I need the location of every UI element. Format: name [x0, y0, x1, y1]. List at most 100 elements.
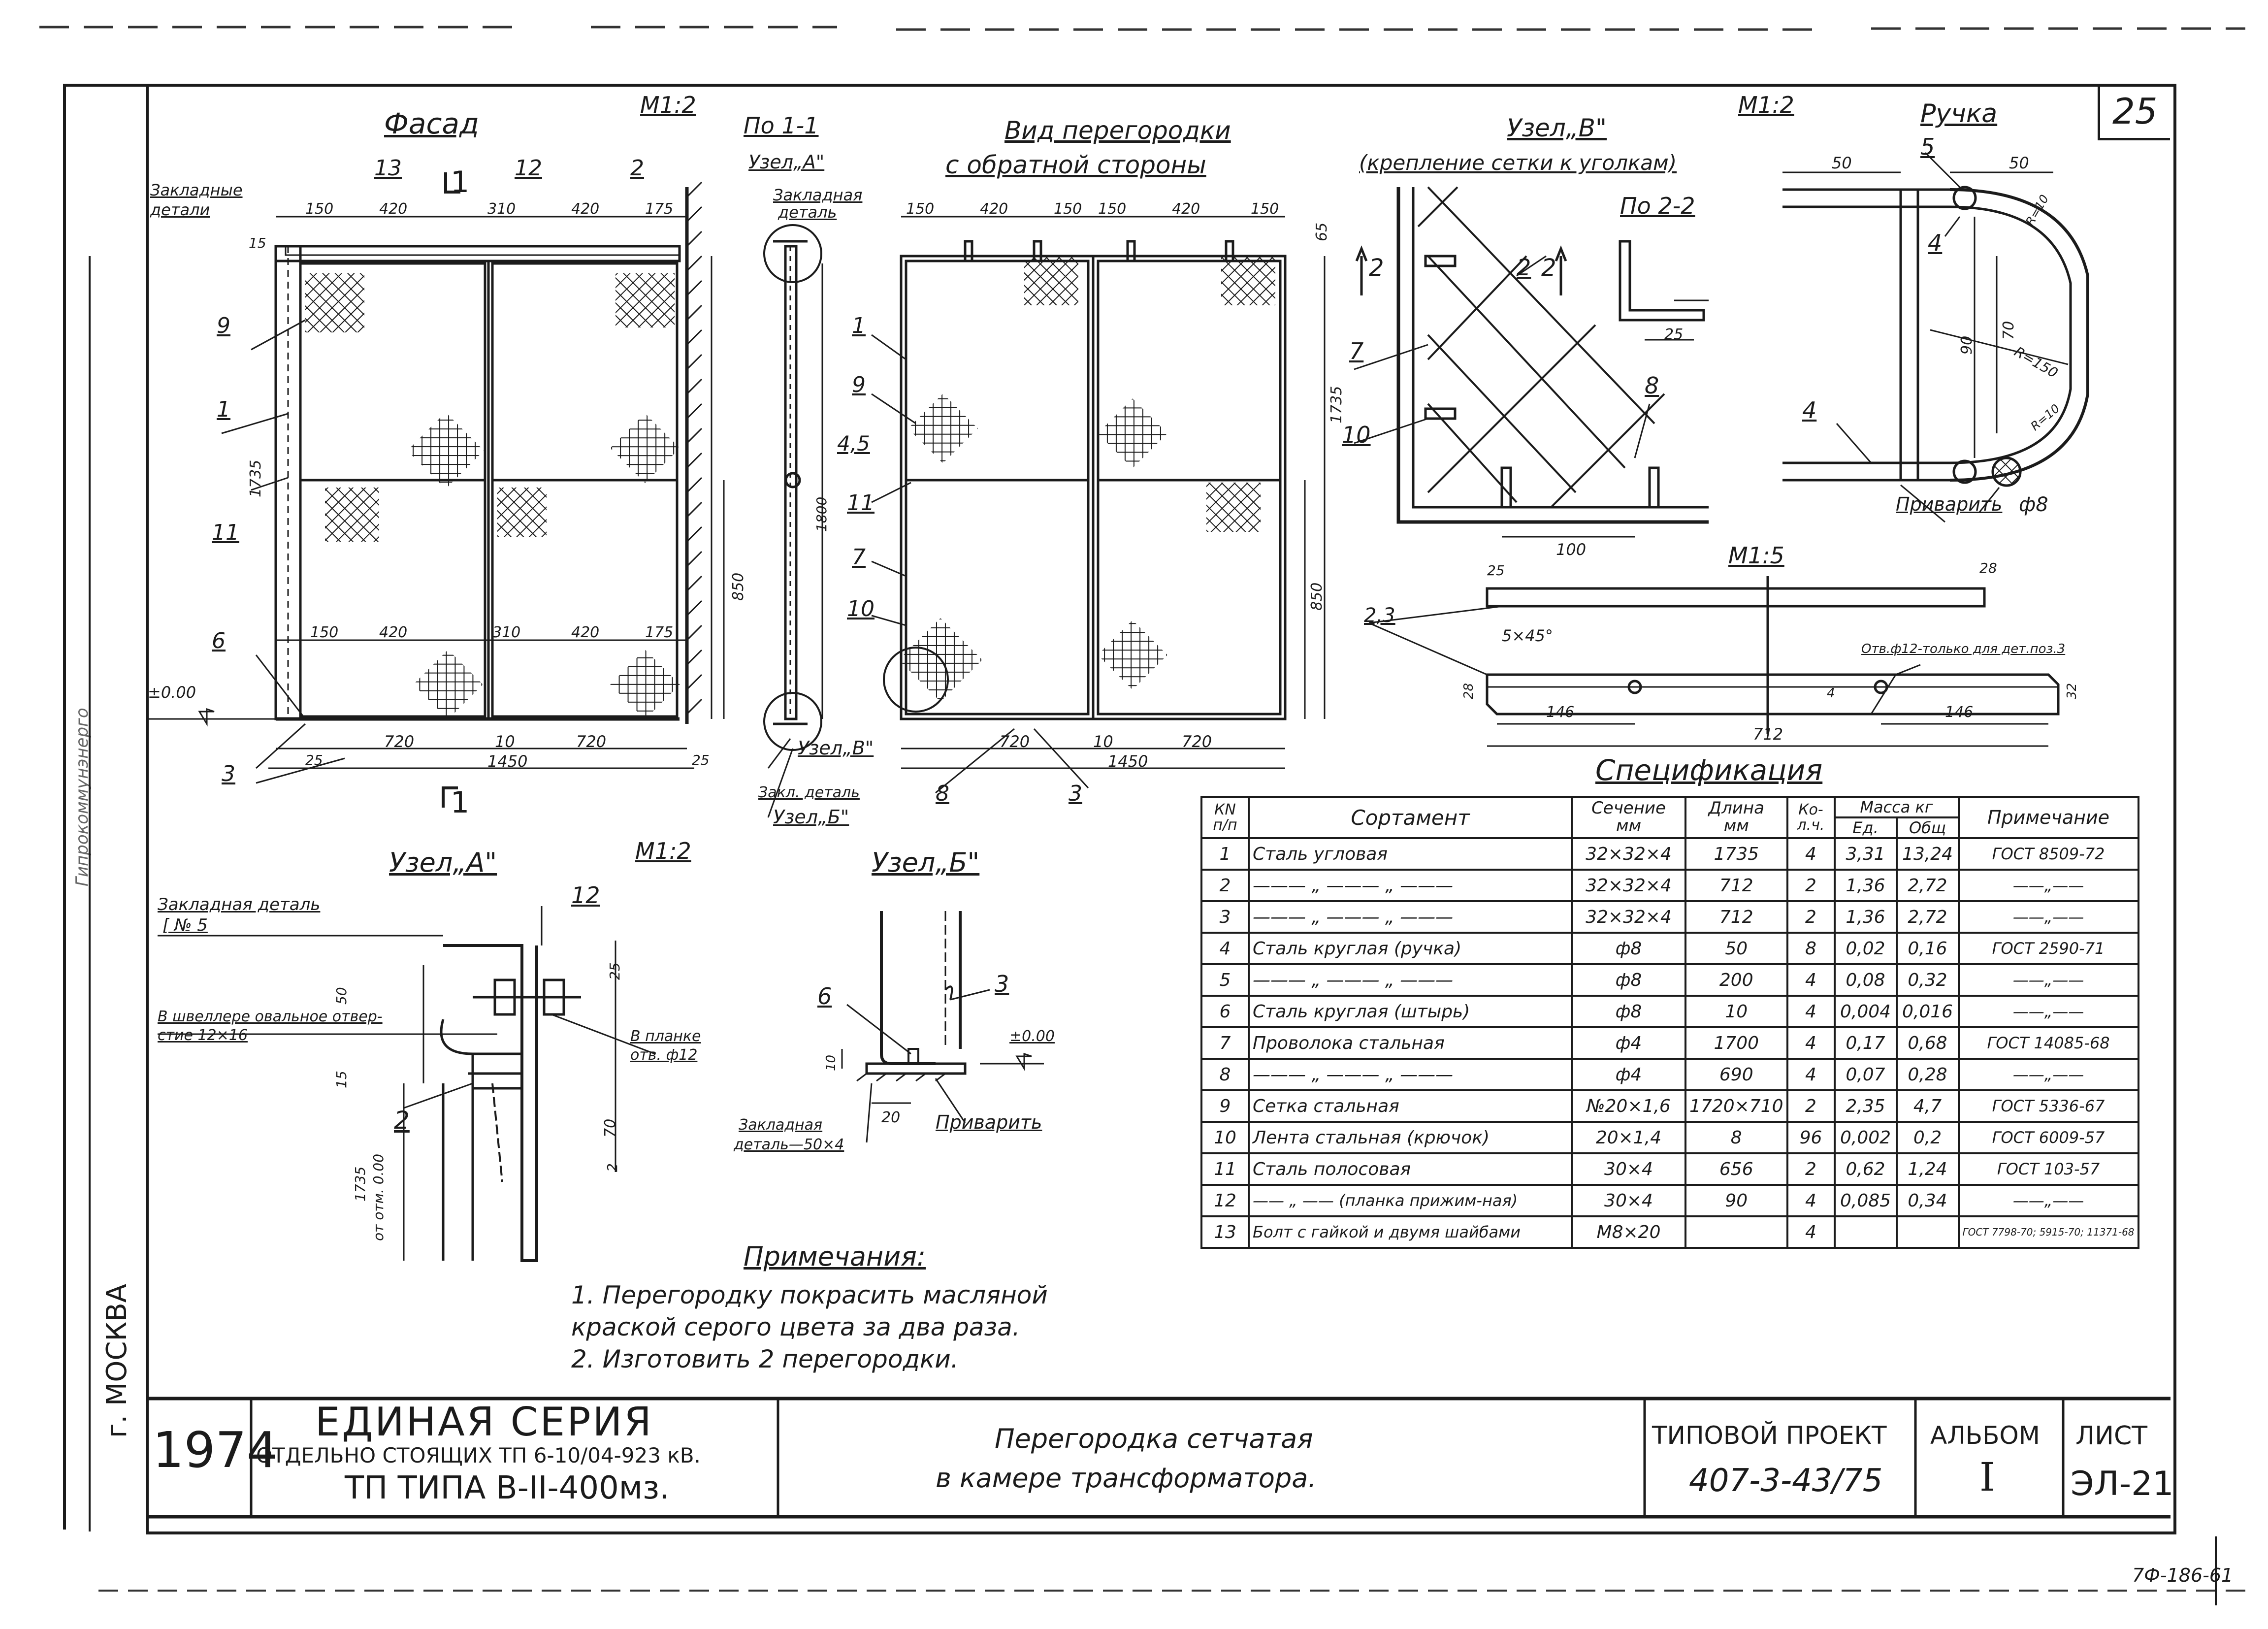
tb-album-value: I [1979, 1454, 1995, 1500]
spec-cell-length: 690 [1685, 1058, 1788, 1091]
tb-description-1: Перегородка сетчатая [995, 1423, 1313, 1454]
facade-dim-850: 850 [730, 572, 747, 601]
facade-dim-top-420a: 420 [379, 200, 408, 218]
embedded-part-2: деталь [778, 203, 837, 222]
node-b-embedded-2: деталь—50×4 [734, 1136, 844, 1153]
section-dim-1800: 1800 [813, 496, 830, 532]
rear-dim-1735: 1735 [1328, 386, 1345, 424]
spec-cell-qty: 4 [1786, 1026, 1836, 1060]
spec-cell-note: ——„—— [1957, 963, 2139, 997]
spec-cell-section: ф8 [1571, 963, 1686, 997]
spec-cell-qty: 2 [1786, 869, 1836, 902]
scale-bar: М1:5 [1728, 542, 1784, 569]
tb-series-type: ТП ТИПА В-II-400мз. [345, 1470, 670, 1506]
corner-code: 7Ф-186-61 [2132, 1564, 2234, 1586]
spec-cell-section: 30×4 [1571, 1152, 1686, 1186]
spec-cell-no: 1 [1200, 837, 1250, 871]
spec-cell-qty: 4 [1786, 1058, 1836, 1091]
node-a-pos-2: 2 [394, 1106, 410, 1135]
handle-weld: Приварить [1896, 493, 2003, 515]
spec-cell-no: 9 [1200, 1089, 1250, 1123]
spec-cell-total-mass [1895, 1215, 1960, 1249]
spec-cell-length [1685, 1215, 1788, 1249]
facade-pos-6: 6 [212, 628, 226, 653]
handle-dim-50a: 50 [1832, 154, 1852, 172]
rear-view [871, 216, 1326, 794]
tb-project-label: ТИПОВОЙ ПРОЕКТ [1652, 1421, 1887, 1450]
spec-cell-total-mass: 0,68 [1895, 1026, 1960, 1060]
spec-cell-qty: 4 [1786, 963, 1836, 997]
spec-cell-total-mass: 13,24 [1895, 837, 1960, 871]
notes-title: Примечания: [744, 1241, 926, 1272]
rear-pos-7: 7 [852, 545, 866, 570]
title-node-a: Узел„А" [389, 847, 497, 878]
spec-cell-total-mass: 0,28 [1895, 1058, 1960, 1091]
facade-pos-1: 1 [217, 397, 230, 422]
spec-title: Спецификация [1595, 753, 1823, 787]
embedded-parts-1: Закладные [150, 181, 243, 199]
facade-dim-top-310: 310 [487, 200, 516, 218]
rear-dim-bot-1450: 1450 [1108, 752, 1148, 771]
spec-cell-unit-mass: 0,085 [1833, 1184, 1898, 1217]
spec-cell-qty: 2 [1786, 1152, 1836, 1186]
facade-dim-mid-420b: 420 [571, 624, 600, 641]
bar-dim-146a: 146 [1546, 704, 1575, 721]
title-facade: Фасад [384, 107, 480, 140]
rear-dim-top-150d: 150 [1251, 200, 1279, 218]
facade-dim-mid-150: 150 [310, 624, 339, 641]
spec-cell-no: 13 [1200, 1215, 1250, 1249]
spec-cell-total-mass: 0,2 [1895, 1121, 1960, 1154]
rear-dim-top-420a: 420 [980, 200, 1008, 218]
sheet-number-box [2098, 84, 2170, 140]
label-node-b-small: Узел„Б" [773, 806, 849, 828]
node-a-hole-channel-1: В швеллере овальное отвер- [158, 1008, 383, 1025]
spec-cell-length: 712 [1685, 869, 1788, 902]
spec-cell-qty: 4 [1786, 837, 1836, 871]
spec-header-note: Примечание [1957, 796, 2139, 839]
node-a-dim-70: 70 [602, 1118, 619, 1138]
spec-cell-no: 8 [1200, 1058, 1250, 1091]
facade-dim-bot-25b: 25 [692, 752, 710, 768]
tb-year: 1974 [153, 1421, 278, 1479]
node-b-pos-6: 6 [817, 983, 832, 1010]
spec-cell-sortament: ——— „ ——— „ ——— [1248, 963, 1573, 997]
spec-cell-qty: 2 [1786, 1089, 1836, 1123]
top-trim-marks [39, 26, 2245, 31]
handle-dim-90: 90 [1958, 335, 1976, 355]
spec-cell-section: 32×32×4 [1571, 869, 1686, 902]
facade-dim-mid-175: 175 [645, 624, 674, 641]
spec-cell-note: ГОСТ 103-57 [1957, 1152, 2139, 1186]
rear-pos-8: 8 [936, 781, 949, 806]
spec-cell-section: ф4 [1571, 1058, 1686, 1091]
facade-dim-mid-420a: 420 [379, 624, 408, 641]
notes-line-2: краской серого цвета за два раза. [571, 1313, 1020, 1341]
rear-dim-850: 850 [1308, 582, 1326, 611]
spec-cell-no: 10 [1200, 1121, 1250, 1154]
node-v-arrow-2b: 2 [1541, 254, 1556, 282]
tb-description-2: в камере трансформатора. [936, 1463, 1317, 1494]
spec-header-sortament: Сортамент [1248, 796, 1573, 839]
spec-cell-length: 90 [1685, 1184, 1788, 1217]
facade-zero: ±0.00 [148, 683, 196, 702]
bar-dim-4: 4 [1827, 686, 1835, 701]
facade-dim-top-15: 15 [249, 235, 266, 251]
title-handle: Ручка [1920, 99, 1998, 129]
facade-dim-top-175: 175 [645, 200, 674, 218]
spec-cell-section: №20×1,6 [1571, 1089, 1686, 1123]
spec-cell-total-mass: 2,72 [1895, 869, 1960, 902]
title-rear-view-1: Вид перегородки [1004, 116, 1231, 145]
rear-dim-top-150a: 150 [906, 200, 935, 218]
spec-cell-total-mass: 2,72 [1895, 900, 1960, 934]
scale-node-v: М1:2 [1738, 92, 1794, 118]
handle-view [1782, 152, 2089, 523]
spec-cell-no: 11 [1200, 1152, 1250, 1186]
label-node-a-small: Узел„А" [748, 151, 825, 173]
facade-view [148, 172, 725, 808]
spec-cell-sortament: ——— „ ——— „ ——— [1248, 900, 1573, 934]
